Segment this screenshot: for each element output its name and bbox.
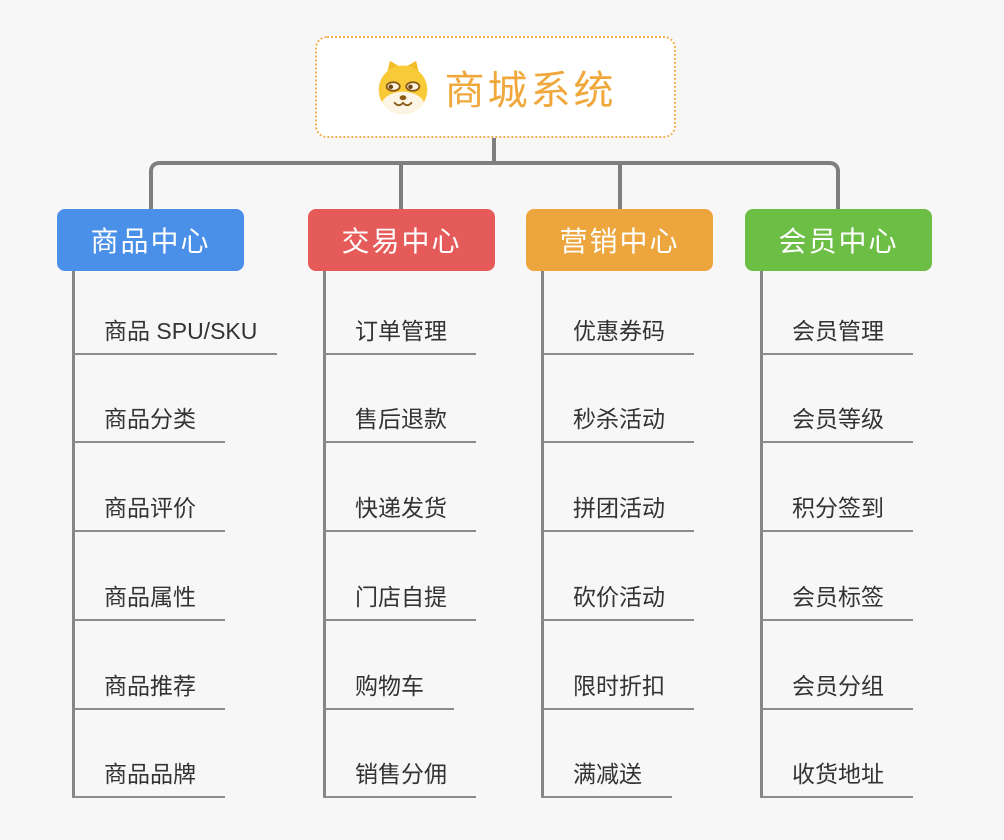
child-node-member-group[interactable]: 会员分组 <box>760 666 913 710</box>
connector-drop <box>399 163 403 209</box>
child-node-points-checkin[interactable]: 积分签到 <box>760 488 913 532</box>
branch-vline <box>72 270 75 798</box>
child-node-bargain[interactable]: 砍价活动 <box>541 577 694 621</box>
child-node-member-tag[interactable]: 会员标签 <box>760 577 913 621</box>
child-node-cart[interactable]: 购物车 <box>323 666 454 710</box>
child-node-goods-category[interactable]: 商品分类 <box>72 399 225 443</box>
child-node-member-manage[interactable]: 会员管理 <box>760 311 913 355</box>
root-node-mall-system[interactable]: 商城系统 <box>315 36 676 138</box>
child-node-shipping-address[interactable]: 收货地址 <box>760 754 913 798</box>
child-node-order-manage[interactable]: 订单管理 <box>323 311 476 355</box>
child-node-flash-sale[interactable]: 秒杀活动 <box>541 399 694 443</box>
root-label: 商城系统 <box>444 69 617 113</box>
branch-vline <box>323 270 326 798</box>
branch-node-member-center[interactable]: 会员中心 <box>745 209 932 271</box>
child-node-goods-recommend[interactable]: 商品推荐 <box>72 666 225 710</box>
child-node-goods-attr[interactable]: 商品属性 <box>72 577 225 621</box>
child-node-store-pickup[interactable]: 门店自提 <box>323 577 476 621</box>
child-node-goods-review[interactable]: 商品评价 <box>72 488 225 532</box>
child-node-full-reduction[interactable]: 满减送 <box>541 754 672 798</box>
child-node-coupon-code[interactable]: 优惠券码 <box>541 311 694 355</box>
branch-label: 商品中心 <box>90 226 211 257</box>
connector-root-stub <box>492 136 496 165</box>
branch-node-marketing-center[interactable]: 营销中心 <box>526 209 713 271</box>
branch-label: 营销中心 <box>559 226 680 257</box>
child-node-member-level[interactable]: 会员等级 <box>760 399 913 443</box>
child-node-sales-commission[interactable]: 销售分佣 <box>323 754 476 798</box>
child-node-group-buy[interactable]: 拼团活动 <box>541 488 694 532</box>
connector-drop <box>618 163 622 209</box>
branch-label: 会员中心 <box>778 226 899 257</box>
branch-label: 交易中心 <box>341 226 462 257</box>
child-node-express-ship[interactable]: 快递发货 <box>323 488 476 532</box>
child-node-goods-spu-sku[interactable]: 商品 SPU/SKU <box>72 311 277 355</box>
child-node-goods-brand[interactable]: 商品品牌 <box>72 754 225 798</box>
branch-vline <box>760 270 763 798</box>
child-node-aftersale-refund[interactable]: 售后退款 <box>323 399 476 443</box>
branch-vline <box>541 270 544 798</box>
child-node-time-discount[interactable]: 限时折扣 <box>541 666 694 710</box>
dog-face-icon <box>378 60 427 115</box>
branch-node-trade-center[interactable]: 交易中心 <box>308 209 495 271</box>
connector-bus <box>149 161 840 209</box>
branch-node-goods-center[interactable]: 商品中心 <box>57 209 244 271</box>
